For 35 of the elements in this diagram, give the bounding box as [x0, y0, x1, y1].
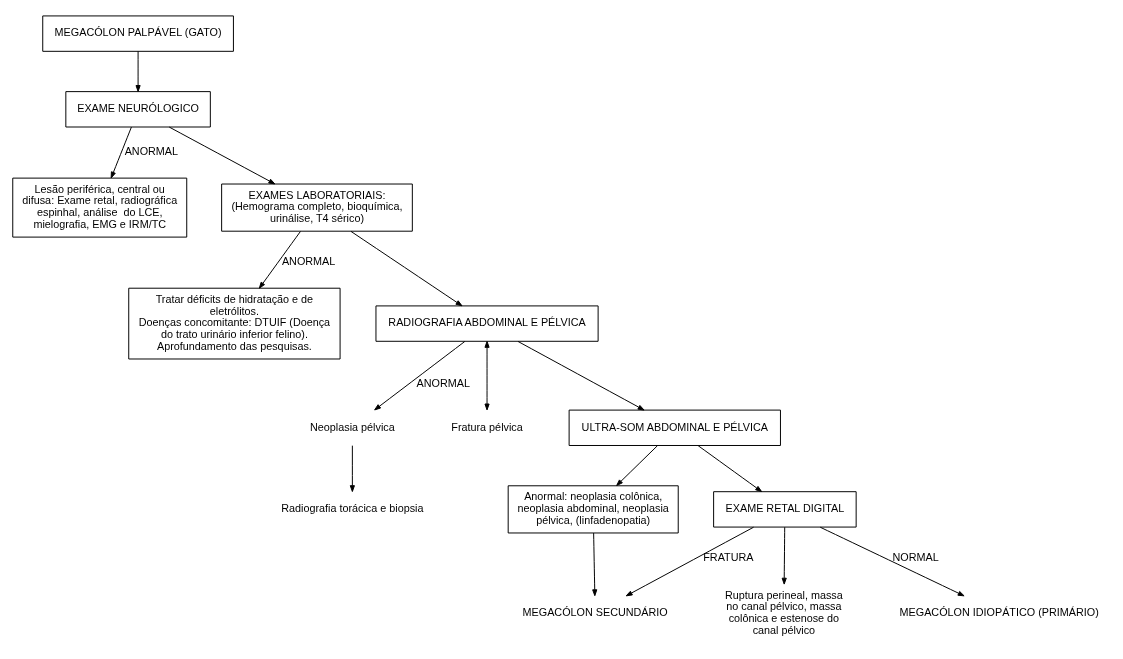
arrow — [258, 230, 301, 289]
arrow — [517, 340, 645, 411]
node-box: MEGACÓLON PALPÁVEL (GATO) — [42, 15, 234, 52]
arrow — [819, 526, 965, 597]
node-box: EXAME RETAL DIGITAL — [713, 491, 857, 528]
node-text: MEGACÓLON IDIOPÁTICO (PRIMÁRIO) — [899, 606, 1099, 619]
arrow — [110, 126, 132, 179]
arrow — [625, 526, 755, 597]
node-text: MEGACÓLON SECUNDÁRIO — [522, 606, 668, 619]
node-box: Anormal: neoplasia colônica, neoplasia abdominal, neoplasia pélvica, (linfadenopatia) — [507, 485, 679, 534]
arrow — [616, 445, 658, 486]
arrow — [374, 340, 466, 411]
node-box: Tratar déficits de hidratação e de eletrólitos. Doenças concomitante: DTUIF (Doença do trato urinário inferior felino). Aprofundamento das pesquisas. — [128, 287, 341, 360]
node-box: RADIOGRAFIA ABDOMINAL E PÉLVICA — [375, 305, 599, 342]
node-text: Ruptura perineal, massa no canal pélvico, massa colônica e estenose do canal pélvico — [725, 588, 843, 637]
arrow — [349, 445, 355, 493]
arrow — [168, 126, 276, 185]
arrow — [350, 230, 463, 307]
edge-label: NORMAL — [892, 551, 939, 564]
edge-label: ANORMAL — [281, 255, 336, 268]
node-box: EXAMES LABORATORIAIS: (Hemograma completo, bioquímica, urinálise, T4 sérico) — [221, 183, 413, 232]
arrow — [697, 445, 763, 493]
node-text: Fratura pélvica — [451, 420, 523, 433]
node-text: Neoplasia pélvica — [310, 420, 395, 433]
edge-label: ANORMAL — [124, 145, 179, 158]
arrow — [592, 532, 598, 597]
node-text: Radiografia torácica e biopsia — [281, 502, 424, 515]
arrow — [484, 340, 490, 411]
arrow — [135, 50, 141, 92]
edge-label: ANORMAL — [416, 377, 470, 390]
node-box: Lesão periférica, central ou difusa: Exame retal, radiográfica espinhal, análise do LCE, mielografia, EMG e IRM/TC — [12, 177, 188, 238]
node-box: EXAME NEURÓLOGICO — [65, 91, 211, 128]
arrow — [781, 526, 787, 585]
edge-label: FRATURA — [703, 551, 754, 564]
node-box: ULTRA-SOM ABDOMINAL E PÉLVICA — [568, 409, 781, 446]
